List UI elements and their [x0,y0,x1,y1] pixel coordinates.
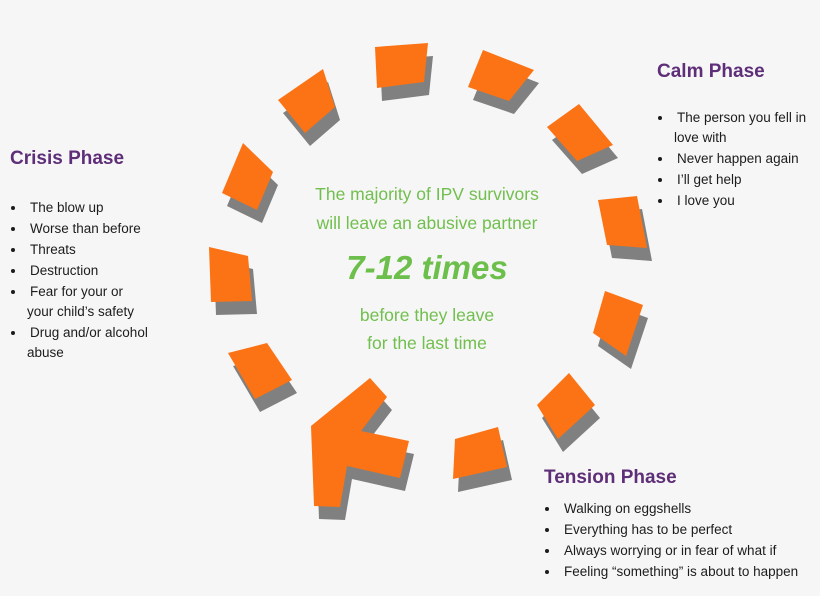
tension-phase-heading: Tension Phase [544,467,677,488]
center-text-line-2: will leave an abusive partner [316,213,538,233]
center-highlight-times: 7-12 times [346,249,508,286]
list-item: Drug and/or alcohol abuse [10,323,150,363]
center-text-line-1: The majority of IPV survivors [315,184,539,204]
list-item: The person you fell in love with [657,108,810,148]
list-item: Never happen again [657,149,817,169]
list-item: The blow up [10,198,170,218]
segment-block [468,50,534,101]
segment-block [537,373,595,439]
list-item: I’ll get help [657,170,817,190]
cycle-segment-7 [537,373,600,452]
center-text-line-3: before they leave [359,305,495,325]
cycle-segment-12 [222,143,278,223]
segment-block [278,69,335,133]
list-item: Fear for your or your child’s safety [10,282,150,322]
crisis-phase-heading: Crisis Phase [10,148,125,169]
cycle-segment-4 [547,104,618,174]
segment-block [453,427,507,479]
calm-phase-heading: Calm Phase [657,61,765,82]
cycle-segment-5 [598,196,652,261]
list-item: I love you [657,191,817,211]
list-item: Destruction [10,261,170,281]
cycle-arrowhead-icon [311,378,414,520]
list-item: Threats [10,240,170,260]
segment-block [598,196,647,248]
list-item: Walking on eggshells [544,499,820,519]
cycle-segment-10 [228,343,297,412]
calm-phase-list: The person you fell in love with Never h… [657,108,817,212]
list-item: Worse than before [10,219,170,239]
cycle-segment-11 [209,247,257,315]
cycle-segment-8 [453,427,512,492]
list-item: Always worrying or in fear of what if [544,541,820,561]
crisis-phase-list: The blow up Worse than before Threats De… [10,198,170,364]
cycle-segment-2 [375,43,433,101]
arrowhead-block [311,378,409,507]
segment-block [228,343,292,399]
segment-block [593,291,643,356]
cycle-segment-3 [468,50,539,114]
center-text-line-4: for the last time [367,333,487,353]
list-item: Feeling “something” is about to happen [544,562,820,582]
tension-phase-list: Walking on eggshells Everything has to b… [544,499,820,583]
cycle-segment-6 [593,291,648,369]
segment-block [209,247,252,302]
cycle-segment-1 [278,69,340,146]
segment-block [222,143,273,210]
list-item: Everything has to be perfect [544,520,820,540]
segment-block [547,104,613,161]
segment-block [375,43,428,88]
